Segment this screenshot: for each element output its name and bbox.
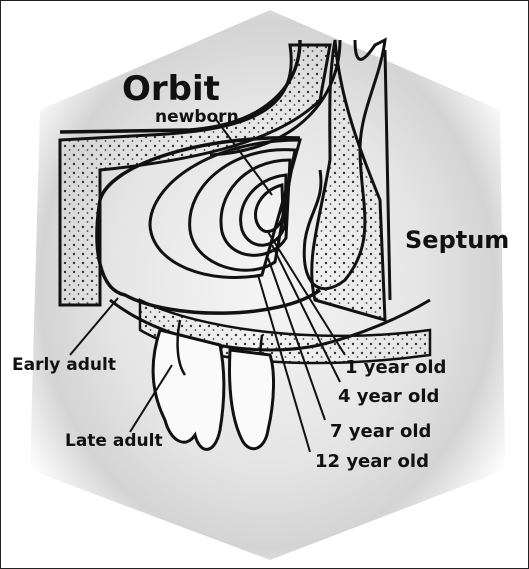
label-early-adult: Early adult bbox=[12, 355, 116, 375]
label-orbit: Orbit bbox=[122, 69, 220, 109]
label-4-year: 4 year old bbox=[338, 386, 439, 407]
label-12-year: 12 year old bbox=[315, 451, 429, 472]
label-1-year: 1 year old bbox=[345, 357, 446, 378]
label-late-adult: Late adult bbox=[65, 431, 163, 451]
label-7-year: 7 year old bbox=[330, 421, 431, 442]
label-septum: Septum bbox=[405, 226, 509, 254]
label-newborn: newborn bbox=[155, 107, 239, 127]
